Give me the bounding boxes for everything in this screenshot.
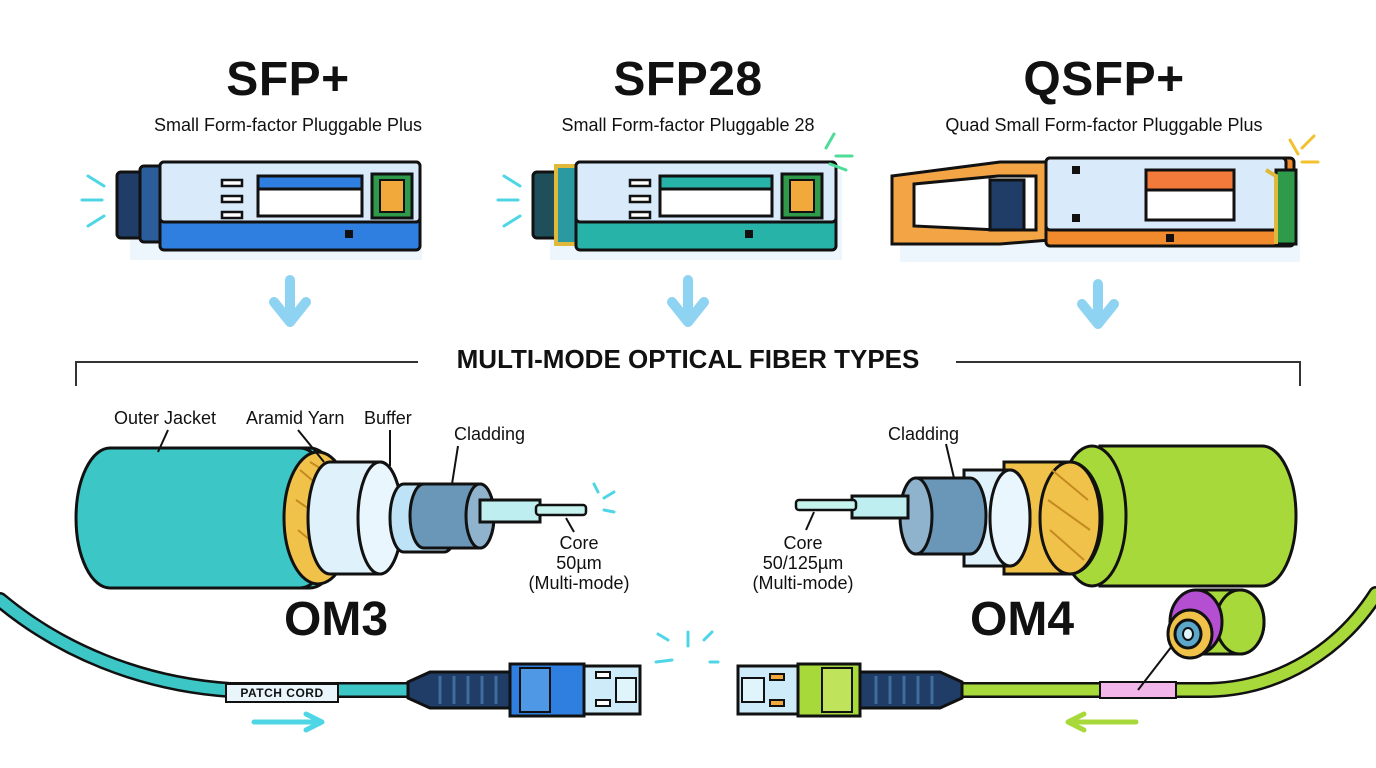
- sparkle-icon: [592, 482, 616, 514]
- om3-cladding-label: Cladding: [454, 424, 526, 444]
- down-arrow-icon: [1077, 279, 1119, 329]
- om3-outer-jacket-label: Outer Jacket: [114, 408, 217, 428]
- om4-cladding: [914, 476, 988, 556]
- sfp-plus-module: [80, 160, 422, 327]
- qsfp-plus-subtitle: Quad Small Form-factor Pluggable Plus: [945, 115, 1263, 135]
- sfp-plus-screw: [345, 230, 353, 238]
- om3-core-label: Core: [559, 533, 599, 553]
- om4-cable: [794, 443, 1298, 588]
- om4-patch-cord: [736, 586, 1376, 733]
- om3-connector-ferrule: [582, 664, 642, 716]
- om4-strain-relief: [858, 670, 964, 710]
- om3-title: OM3: [284, 593, 389, 646]
- sfp-plus-gold-contacts: [379, 179, 405, 213]
- qsfp-plus-module: [890, 134, 1320, 329]
- sfp-plus-title: SFP+: [226, 53, 350, 106]
- right-arrow-icon: [251, 711, 325, 733]
- left-arrow-icon: [1065, 711, 1139, 733]
- om4-outer-jacket: [1098, 444, 1298, 588]
- om4-core-mode: (Multi-mode): [752, 573, 854, 593]
- down-arrow-icon: [269, 275, 311, 327]
- sparkle-icon: [1288, 134, 1320, 164]
- sfp-plus-subtitle: Small Form-factor Pluggable Plus: [153, 115, 423, 135]
- sparkle-icon: [654, 630, 720, 664]
- om3-buffer-label: Buffer: [364, 408, 412, 428]
- om3-patch-cord: [0, 592, 720, 733]
- om3-cable: [74, 429, 616, 590]
- fiber-cross-section-icon: [1137, 588, 1266, 691]
- sparkle-icon: [80, 174, 106, 228]
- om3-aramid-yarn-label: Aramid Yarn: [246, 408, 345, 428]
- sfp28-subtitle: Small Form-factor Pluggable 28: [561, 115, 815, 135]
- om4-cladding-label: Cladding: [888, 424, 960, 444]
- sparkle-icon: [824, 132, 854, 172]
- qsfp-plus-title: QSFP+: [1023, 53, 1185, 106]
- qsfp-plus-connector-face: [988, 178, 1026, 232]
- om3-core: [534, 503, 588, 517]
- patch-cord-text: PATCH CORD: [240, 686, 324, 700]
- sfp-plus-label-band: [256, 174, 364, 191]
- om3-core-mode: (Multi-mode): [528, 573, 630, 593]
- om4-core-label: Core: [783, 533, 823, 553]
- down-arrow-icon: [667, 275, 709, 327]
- om3-core-size: 50µm: [556, 553, 602, 573]
- section-bracket-right: [956, 361, 1301, 386]
- om4-core: [794, 498, 858, 512]
- sparkle-icon: [496, 174, 522, 228]
- section-bracket-left: [75, 361, 418, 386]
- section-title: MULTI-MODE OPTICAL FIBER TYPES: [456, 344, 920, 374]
- om4-core-size: 50/125µm: [762, 553, 844, 573]
- om4-title: OM4: [970, 593, 1075, 646]
- sfp28-module: [496, 132, 854, 327]
- sfp28-title: SFP28: [613, 53, 763, 106]
- patch-cord-label: [225, 683, 339, 703]
